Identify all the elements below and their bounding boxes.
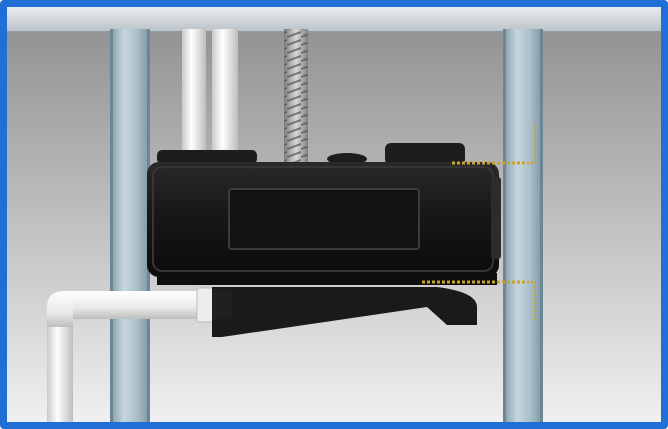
threaded-rod xyxy=(284,29,308,169)
left-stud xyxy=(110,29,150,422)
mounting-box xyxy=(147,143,501,337)
vertical-pipes xyxy=(182,29,238,159)
yellow-screws xyxy=(422,123,536,322)
scene xyxy=(7,7,661,422)
top-plate xyxy=(7,7,661,33)
render-svg xyxy=(7,7,661,422)
pvc-pipe xyxy=(47,287,218,422)
right-stud xyxy=(503,29,543,422)
